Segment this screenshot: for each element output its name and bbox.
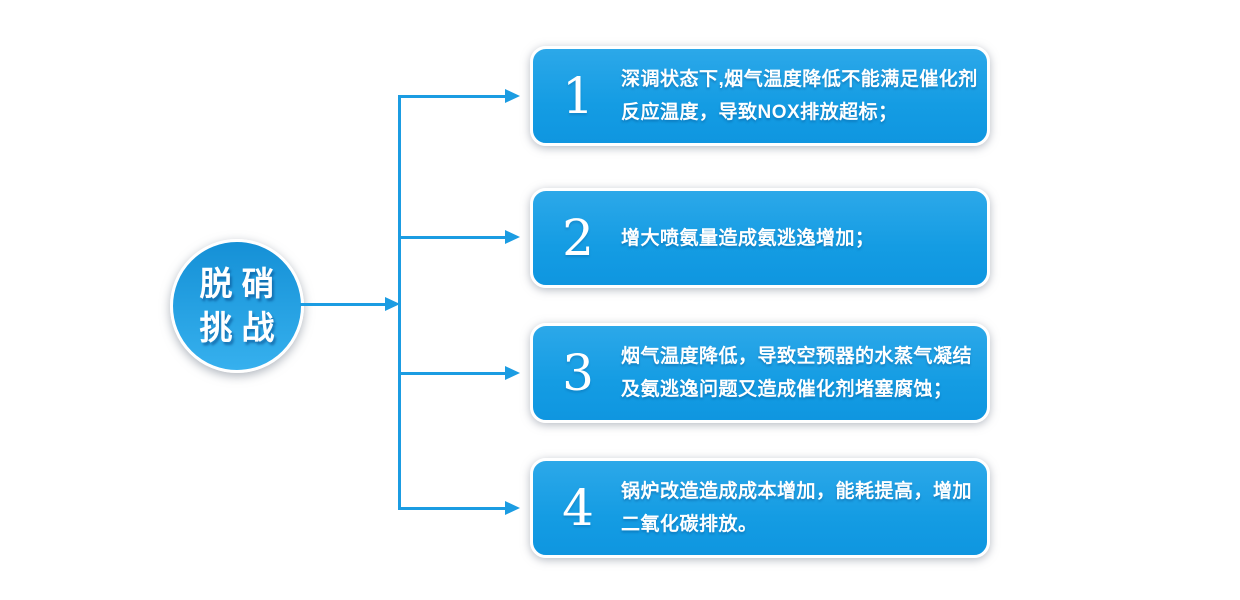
root-node-circle: 脱硝 挑战: [170, 239, 304, 373]
item-number: 3: [562, 344, 594, 402]
challenge-box-2: 2 增大喷氨量造成氨逃逸增加；: [530, 188, 990, 288]
arrow-right-icon: [505, 501, 520, 515]
root-node-label-line1: 脱硝: [199, 265, 284, 302]
challenge-box-1: 1 深调状态下,烟气温度降低不能满足催化剂 反应温度，导致NOX排放超标；: [530, 46, 990, 146]
challenge-box-4: 4 锅炉改造造成成本增加，能耗提高，增加 二氧化碳排放。: [530, 458, 990, 558]
connector-branch-1: [398, 95, 505, 98]
challenge-box-3: 3 烟气温度降低，导致空预器的水蒸气凝结 及氨逃逸问题又造成催化剂堵塞腐蚀；: [530, 323, 990, 423]
connector-branch-3: [398, 372, 505, 375]
connector-branch-4: [398, 507, 505, 510]
arrow-right-icon: [505, 366, 520, 380]
item-text: 烟气温度降低，导致空预器的水蒸气凝结 及氨逃逸问题又造成催化剂堵塞腐蚀；: [621, 346, 973, 400]
item-text: 锅炉改造造成成本增加，能耗提高，增加 二氧化碳排放。: [621, 481, 973, 535]
root-node-label-line2: 挑战: [199, 309, 284, 346]
item-text: 深调状态下,烟气温度降低不能满足催化剂 反应温度，导致NOX排放超标；: [621, 69, 978, 123]
arrow-right-icon: [385, 297, 400, 311]
arrow-right-icon: [505, 89, 520, 103]
item-number: 2: [562, 209, 594, 267]
arrow-right-icon: [505, 230, 520, 244]
item-number: 4: [562, 479, 594, 537]
connector-branch-2: [398, 236, 505, 239]
connector-main-line: [300, 303, 387, 306]
item-number: 1: [562, 67, 594, 125]
item-text: 增大喷氨量造成氨逃逸增加；: [621, 227, 875, 249]
connector-trunk-line: [398, 95, 401, 510]
